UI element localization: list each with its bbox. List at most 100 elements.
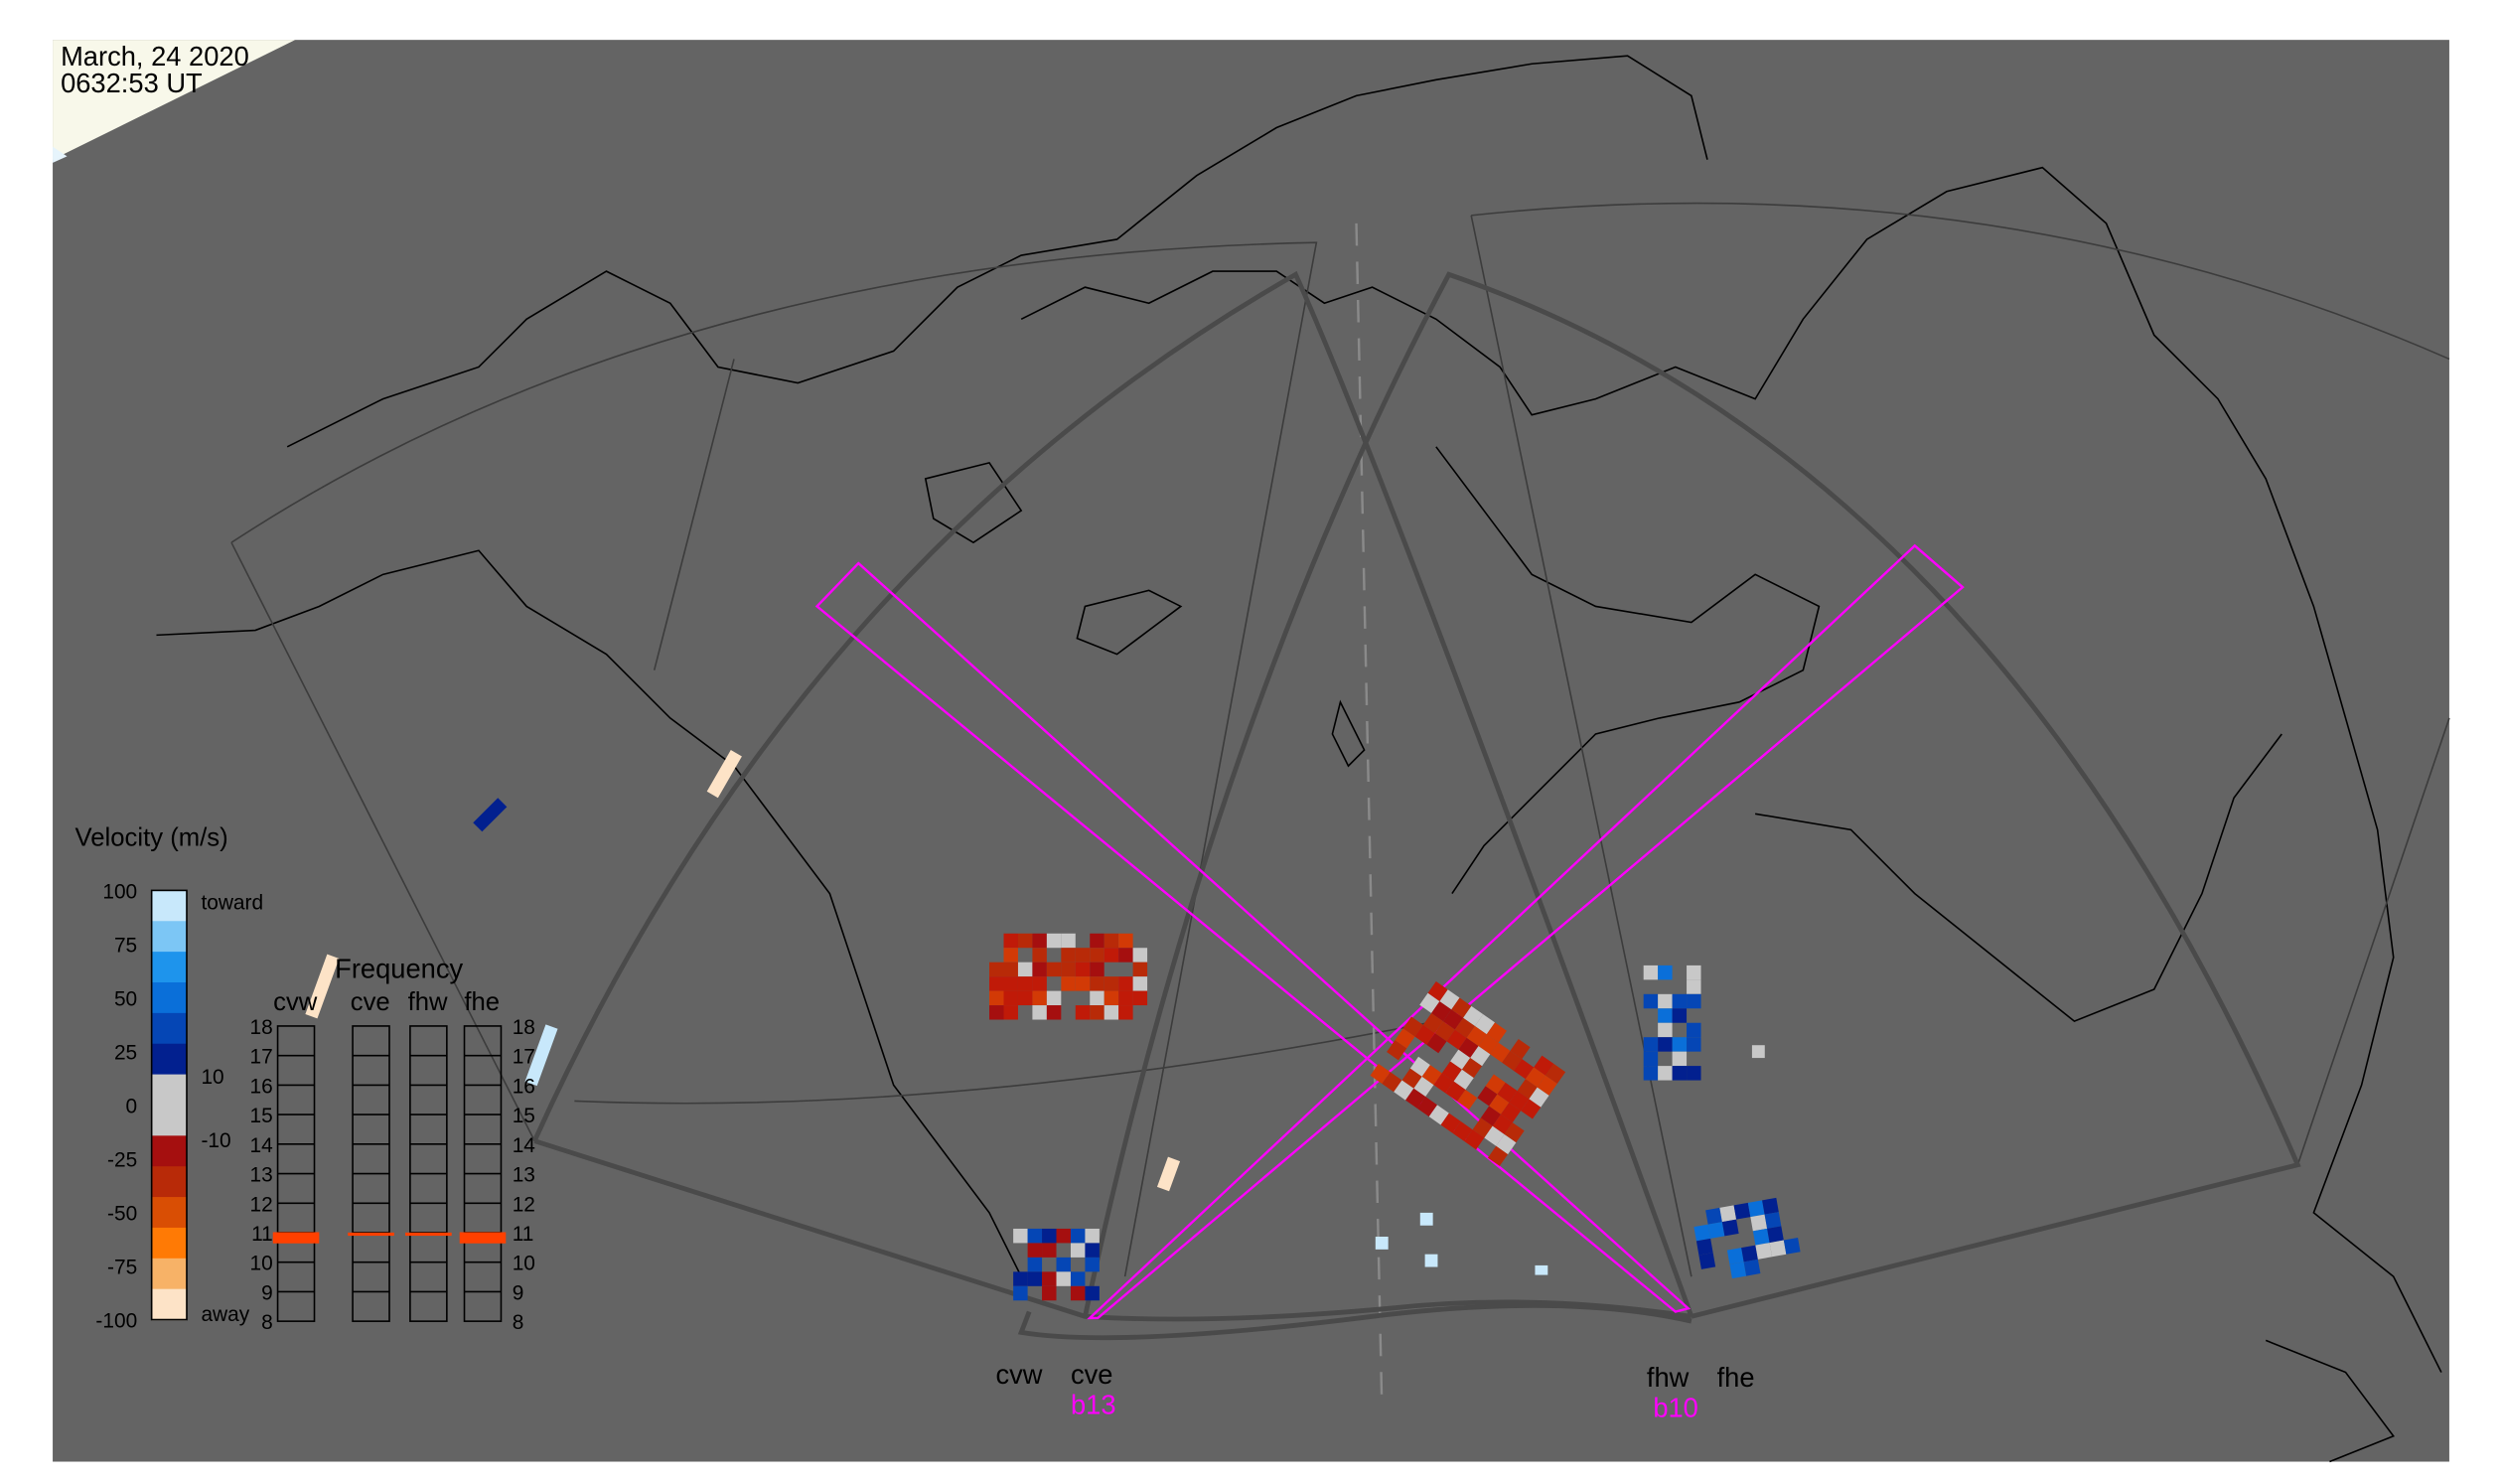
echo-cell [1118,990,1133,1006]
echo-cell [1687,1066,1701,1081]
echo-cell [1017,933,1033,949]
frequency-tick-right: 10 [513,1253,535,1275]
frequency-column-cvw: cvw [273,988,318,1016]
echo-cell [1433,1073,1454,1094]
echo-cell [1027,1243,1043,1258]
frequency-tick-right: 11 [513,1223,534,1246]
echo-cell [1721,1219,1739,1237]
colorbar-segment [151,1043,187,1076]
echo-cell [1422,1012,1443,1034]
colorbar-segment [151,1105,187,1137]
echo-cell [1046,933,1062,949]
echo-cell [1747,1200,1765,1218]
frequency-tick-left: 14 [250,1134,273,1157]
echo-cell [1489,1094,1510,1114]
echo-cell [1032,933,1047,949]
velocity-legend-title: Velocity (m/s) [75,823,228,851]
echo-cell [1382,1072,1402,1093]
echo-cell [1672,1066,1688,1081]
velocity-colorbar [150,889,188,1321]
echo-cell [1370,1063,1391,1085]
frequency-tick-right: 12 [513,1193,535,1216]
frequency-tick-right: 15 [513,1105,535,1127]
echo-cell [1395,1028,1415,1049]
frequency-tick-left: 9 [261,1281,273,1304]
echo-cell [1496,1133,1517,1155]
echo-cell [1521,1099,1542,1119]
echo-cell [1643,993,1659,1009]
echo-cell [1003,990,1018,1006]
colorbar-segment [151,1227,187,1260]
echo-cell [1090,1005,1104,1020]
echo-cell [1466,1025,1487,1047]
echo-cell [1003,976,1018,991]
colorbar-segment [151,1012,187,1045]
station-cvw-label: cvw [995,1359,1042,1390]
echo-cell [1741,1245,1758,1262]
echo-cell [1085,1257,1100,1272]
echo-cell [1427,980,1448,1002]
echo-cell [1504,1122,1525,1143]
echo-cell [1104,990,1119,1006]
echo-cell [1452,1120,1473,1142]
velocity-tick: -75 [107,1257,137,1279]
echo-cell [1424,1254,1438,1267]
echo-cell [1658,1008,1673,1023]
away-label: away [201,1303,249,1326]
echo-cell [1490,1042,1511,1063]
echo-cell [1477,1086,1498,1107]
echo-cell [1070,1285,1086,1301]
echo-cell [1017,962,1033,977]
echo-cell [1783,1238,1801,1255]
echo-cell [1695,1238,1713,1256]
echo-cell [1070,1243,1086,1258]
echo-cell [1509,1091,1530,1112]
echo-cell [1027,1271,1043,1286]
echo-cell [989,1005,1004,1020]
frequency-column-cve: cve [351,988,390,1016]
echo-cell [1032,976,1047,991]
echo-cell [1534,1055,1554,1076]
echo-cell [1421,1065,1442,1086]
echo-cell [1464,1129,1485,1150]
echo-cell [1672,993,1688,1009]
echo-cell [1090,976,1104,991]
echo-cell [1416,1097,1438,1117]
map-background [53,40,2449,1462]
echo-cell [1687,1022,1701,1038]
echo-cell [1751,1045,1765,1059]
echo-cell [1442,1009,1464,1030]
echo-cell [1118,976,1133,991]
echo-cell [1104,976,1119,991]
frequency-tick-left: 18 [250,1016,273,1039]
echo-cell [1090,962,1104,977]
echo-cell [1156,1156,1181,1192]
echo-cell [1769,1240,1787,1258]
echo-cell [1529,1087,1549,1108]
echo-cell [1027,1257,1043,1272]
echo-cell [1450,1049,1471,1070]
echo-cell [1439,989,1460,1010]
frequency-tick-right: 8 [513,1311,524,1334]
echo-cell [1470,1046,1491,1067]
echo-cell [1070,1271,1086,1286]
echo-cell [1750,1214,1768,1232]
echo-cell [1046,962,1062,977]
frequency-tick-right: 9 [513,1281,524,1304]
station-cve-label: cve [1071,1359,1112,1390]
frequency-tick-right: 13 [513,1164,535,1187]
echo-cell [1537,1075,1557,1096]
echo-cell [1453,1069,1474,1090]
echo-cell [1446,1029,1467,1050]
toward-label: toward [201,892,263,915]
echo-cell [1502,1050,1523,1071]
echo-cell [1401,1068,1422,1089]
echo-cell [1013,1228,1028,1244]
echo-cell [1061,933,1076,949]
colorbar-segment [151,1288,187,1321]
colorbar-segment [151,982,187,1014]
station-fhw-label: fhw [1647,1362,1690,1393]
echo-cell [1500,1102,1522,1123]
echo-cell [1426,1033,1447,1054]
echo-cell [1061,962,1076,977]
